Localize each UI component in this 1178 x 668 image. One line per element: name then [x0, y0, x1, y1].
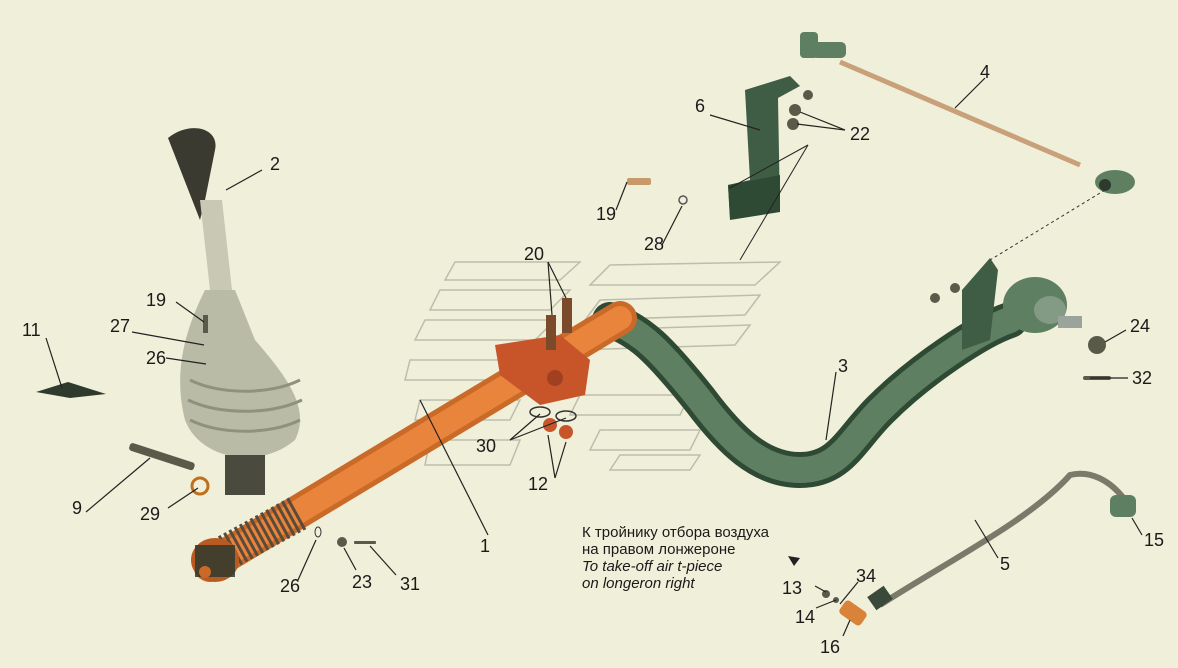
label-30: 30 [476, 436, 496, 456]
label-16: 16 [820, 637, 840, 657]
label-26-a: 26 [146, 348, 166, 368]
label-14: 14 [795, 607, 815, 627]
label-6: 6 [695, 96, 705, 116]
bracket-part-3 [592, 258, 1082, 489]
small-parts [129, 90, 1111, 603]
label-3: 3 [838, 356, 848, 376]
label-12: 12 [528, 474, 548, 494]
label-19-a: 19 [146, 290, 166, 310]
label-5: 5 [1000, 554, 1010, 574]
label-15: 15 [1144, 530, 1164, 550]
watermark-logo [404, 261, 782, 471]
note-ru-line-2: на правом лонжероне [582, 541, 736, 558]
label-28: 28 [644, 234, 664, 254]
label-9: 9 [72, 498, 82, 518]
label-20: 20 [524, 244, 544, 264]
label-31: 31 [400, 574, 420, 594]
label-27: 27 [110, 316, 130, 336]
leader-lines [45, 77, 1143, 637]
part-labels: 1 2 3 4 5 6 9 11 12 13 14 15 16 19 19 20… [22, 62, 1164, 657]
label-4: 4 [980, 62, 990, 82]
note-en-line-2: on longeron right [582, 575, 695, 592]
lever-part-2 [168, 128, 303, 495]
label-13: 13 [782, 578, 802, 598]
label-22: 22 [850, 124, 870, 144]
label-1: 1 [480, 536, 490, 556]
pipe-part-5 [839, 470, 1136, 626]
label-19-b: 19 [596, 204, 616, 224]
label-26-b: 26 [280, 576, 300, 596]
label-24: 24 [1130, 316, 1150, 336]
rod-part-4 [800, 32, 1135, 261]
label-2: 2 [270, 154, 280, 174]
note-en-line-1: To take-off air t-piece [582, 558, 723, 575]
arrow-marker [788, 556, 800, 566]
clamp-part-20 [495, 298, 590, 405]
label-11: 11 [22, 320, 41, 340]
plate-part-11 [36, 382, 106, 398]
label-23: 23 [352, 572, 372, 592]
note-ru-line-1: К тройнику отбора воздуха [582, 524, 770, 541]
routing-note: К тройнику отбора воздуха на правом лонж… [582, 524, 769, 592]
bracket-part-6 [728, 76, 809, 261]
label-29: 29 [140, 504, 160, 524]
label-32: 32 [1132, 368, 1152, 388]
label-34: 34 [856, 566, 876, 586]
